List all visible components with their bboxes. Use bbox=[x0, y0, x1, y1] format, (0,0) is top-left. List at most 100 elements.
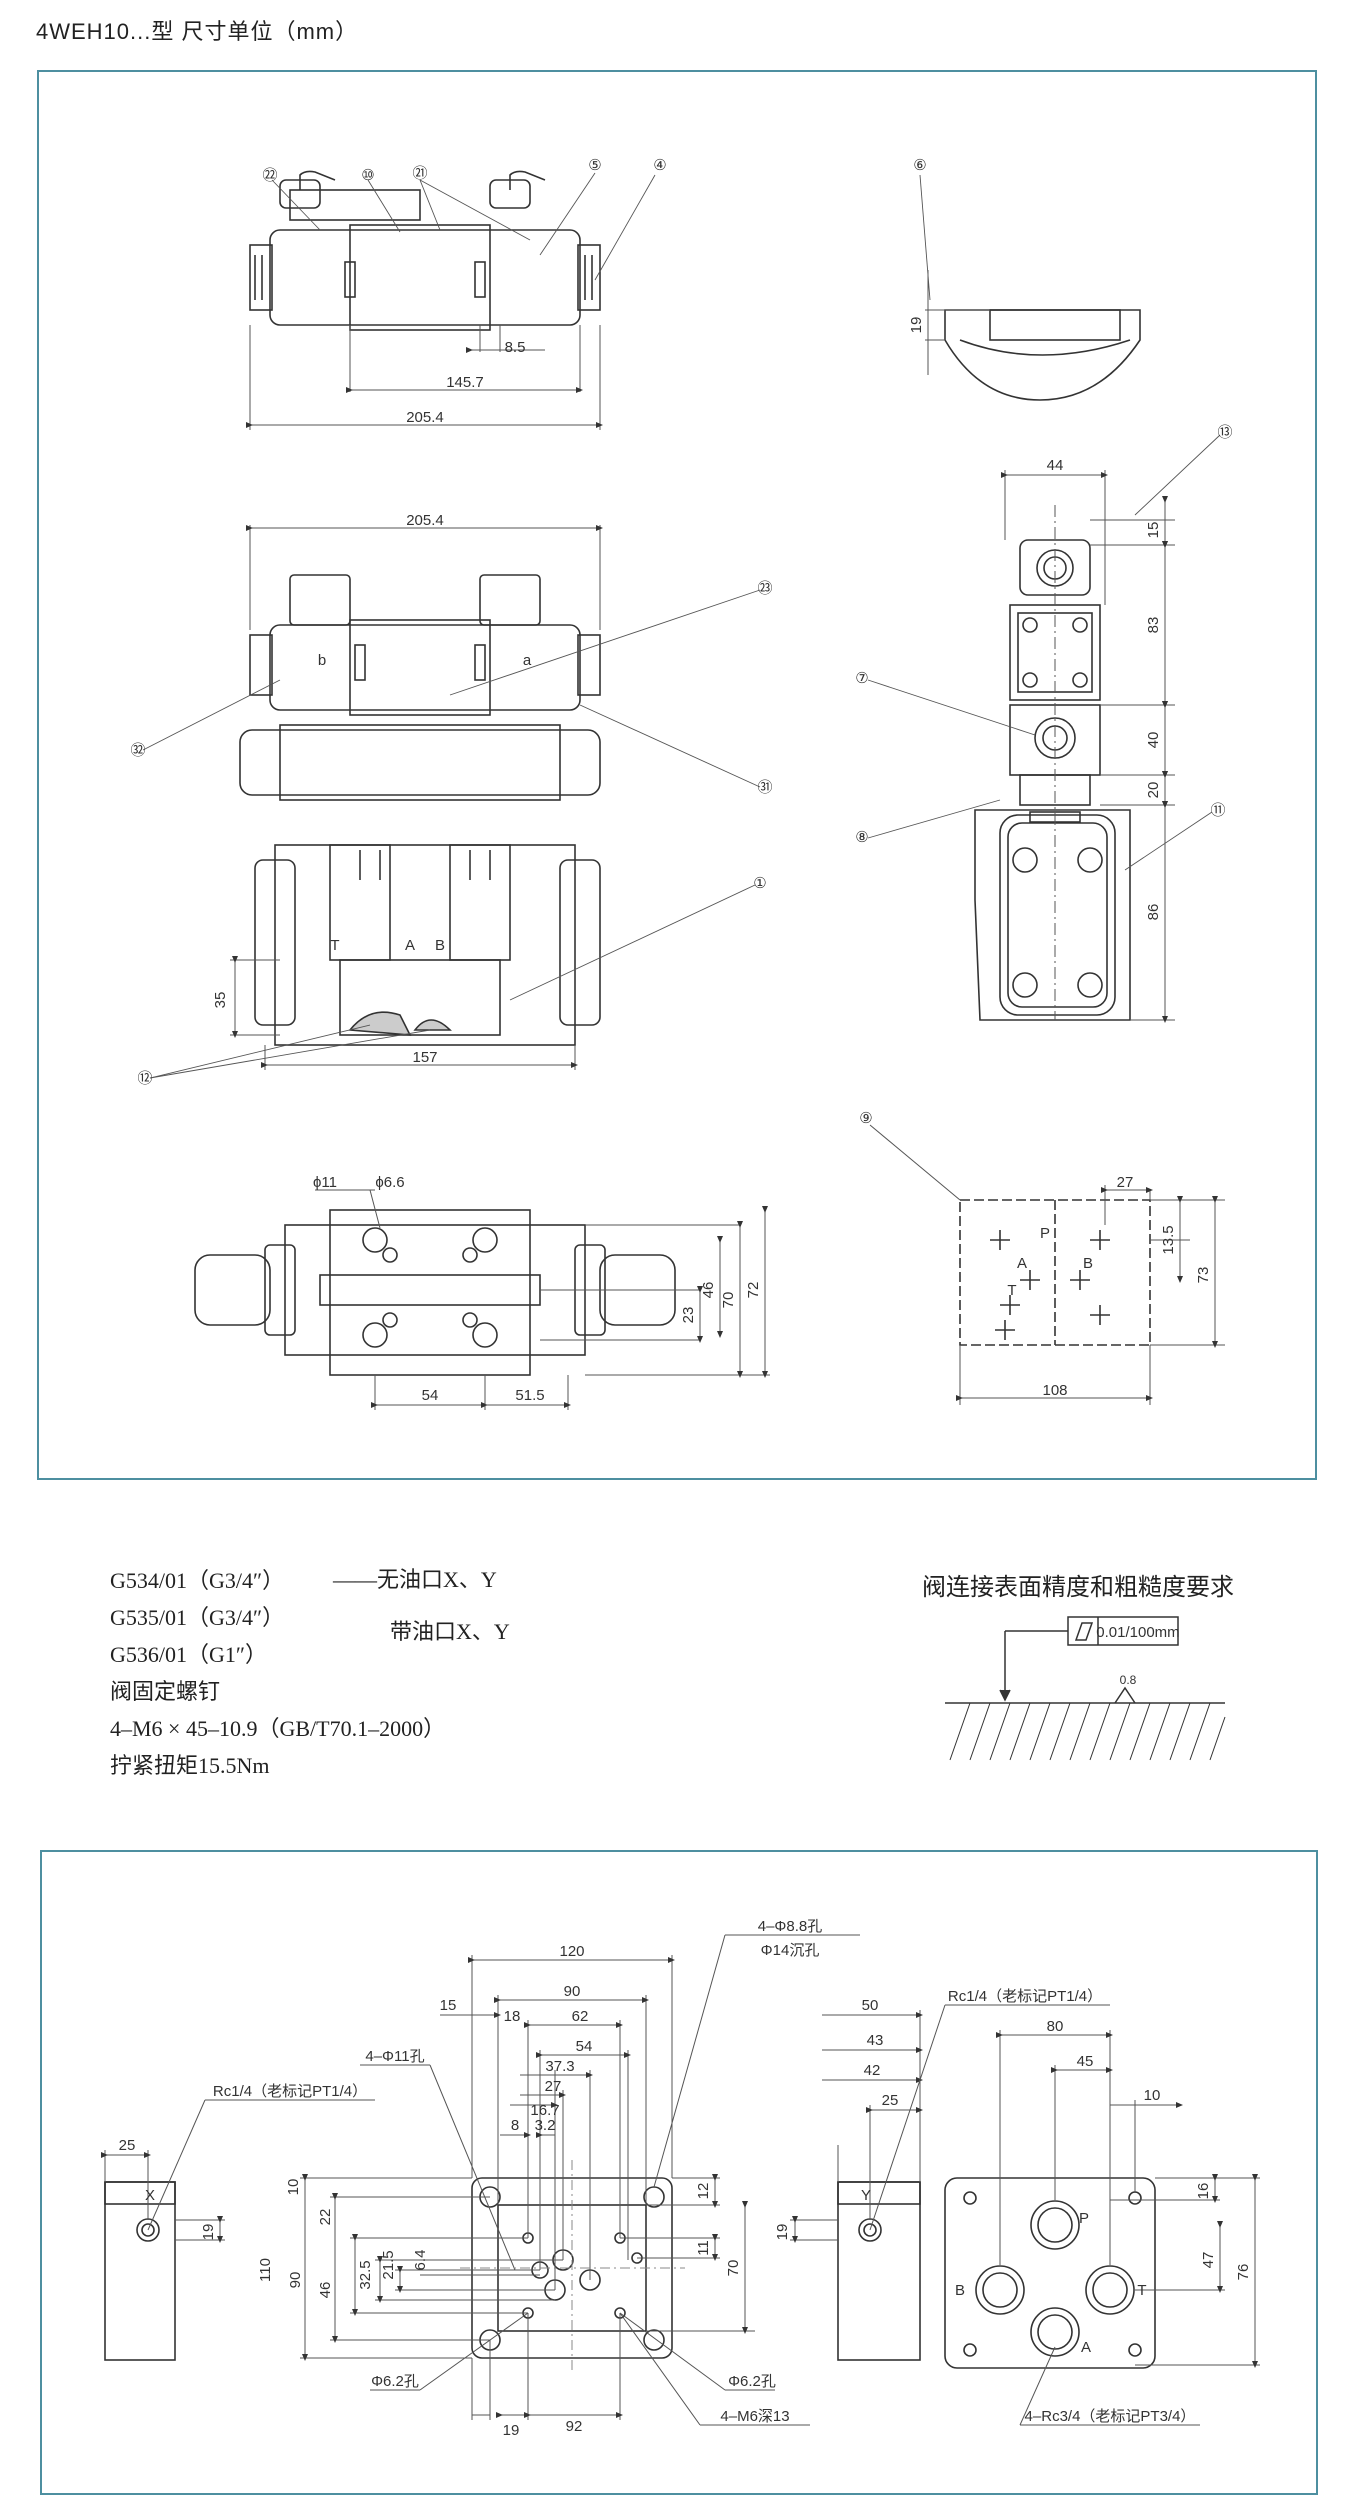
p-d3-2: 3.2 bbox=[535, 2117, 556, 2134]
port-B: B bbox=[1083, 1255, 1093, 1272]
callout: ⑩ bbox=[361, 167, 374, 184]
plan-view bbox=[194, 1209, 676, 1376]
dim-8-5: 8.5 bbox=[505, 339, 526, 356]
rf-A: A bbox=[1081, 2339, 1091, 2356]
callout: ⑤ bbox=[588, 157, 601, 174]
flatness-value: 0.01/100mm bbox=[1096, 1624, 1179, 1641]
p-d90: 90 bbox=[564, 1983, 581, 2000]
phi11: ϕ11 bbox=[313, 1174, 337, 1191]
callout: ⑧ bbox=[855, 829, 868, 846]
rf-d10: 10 bbox=[1144, 2087, 1161, 2104]
dim-19-cover: 19 bbox=[908, 317, 925, 334]
n-phi6-2-l: Φ6.2孔 bbox=[371, 2373, 419, 2390]
p-d6-4: 6.4 bbox=[412, 2250, 429, 2271]
callout: ⑬ bbox=[1217, 424, 1232, 441]
p-d120: 120 bbox=[559, 1943, 584, 1960]
no-oil-port-note: ——无油口X、Y bbox=[333, 1567, 497, 1592]
rs-d42: 42 bbox=[864, 2062, 881, 2079]
p-d15: 15 bbox=[440, 1997, 457, 2014]
rs-d19: 19 bbox=[774, 2224, 791, 2241]
dim-46: 46 bbox=[700, 1282, 717, 1299]
callout: ㉑ bbox=[412, 165, 427, 182]
p-d62: 62 bbox=[572, 2008, 589, 2025]
dim-70: 70 bbox=[720, 1292, 737, 1309]
p-d110: 110 bbox=[257, 2258, 274, 2282]
note-line: 拧紧扭矩15.5Nm bbox=[110, 1753, 270, 1778]
ls-dim-25: 25 bbox=[119, 2137, 136, 2154]
callout: ⑫ bbox=[137, 1070, 152, 1087]
ls-dim-19: 19 bbox=[200, 2224, 217, 2241]
dim-35: 35 bbox=[212, 992, 229, 1009]
callout: ㉒ bbox=[262, 167, 277, 184]
callout: ④ bbox=[653, 157, 666, 174]
top-drawing-frame bbox=[37, 70, 1317, 1480]
callout: ㉛ bbox=[757, 779, 772, 796]
note-line: 4–M6 × 45–10.9（GB/T70.1–2000） bbox=[110, 1716, 446, 1741]
dim-51-5: 51.5 bbox=[515, 1387, 544, 1404]
page-title: 4WEH10...型 尺寸单位（mm） bbox=[36, 19, 359, 44]
rf-T: T bbox=[1137, 2282, 1146, 2299]
top-drawing: 8.5 145.7 205.4 205.4 157 35 b a T A B ϕ… bbox=[130, 157, 1233, 1410]
dim-27: 27 bbox=[1117, 1174, 1134, 1191]
p-d12: 12 bbox=[695, 2183, 712, 2200]
p-d16-7: 16.7 bbox=[530, 2102, 559, 2119]
port-P: P bbox=[1040, 1225, 1050, 1242]
dim-157: 157 bbox=[412, 1049, 437, 1066]
label-a: a bbox=[523, 652, 532, 669]
p-d19: 19 bbox=[503, 2422, 520, 2439]
notes-block: G534/01（G3/4″） G535/01（G3/4″） G536/01（G1… bbox=[110, 1562, 445, 1784]
label-b: b bbox=[318, 652, 326, 669]
label-A: A bbox=[405, 937, 415, 954]
dim-54: 54 bbox=[422, 1387, 439, 1404]
n-phi6-2-r: Φ6.2孔 bbox=[728, 2373, 776, 2390]
rf-B: B bbox=[955, 2282, 965, 2299]
rf-d76: 76 bbox=[1235, 2264, 1252, 2281]
p-d11: 11 bbox=[695, 2240, 712, 2256]
phi6-6: ϕ6.6 bbox=[375, 1174, 404, 1191]
dim-20: 20 bbox=[1145, 782, 1162, 799]
p-d21-5: 21.5 bbox=[380, 2250, 397, 2279]
p-d10: 10 bbox=[285, 2179, 302, 2196]
dim-86: 86 bbox=[1145, 904, 1162, 921]
dim-23: 23 bbox=[680, 1307, 697, 1324]
callout: ⑪ bbox=[1210, 802, 1225, 819]
rf-note-bottom: 4–Rc3/4（老标记PT3/4） bbox=[1025, 2408, 1196, 2425]
dim-145-7: 145.7 bbox=[446, 374, 484, 391]
p-d22: 22 bbox=[317, 2209, 334, 2226]
callouts: ⑥ ⑬ ⑦ ⑧ ⑪ ⑨ ㉒ ⑩ ㉑ ⑤ ④ ㉓ ㉜ ㉛ ① ⑫ bbox=[130, 157, 1232, 1127]
n-4-phi8-8: 4–Φ8.8孔 bbox=[758, 1918, 823, 1935]
callout: ㉓ bbox=[757, 580, 772, 597]
dim-83: 83 bbox=[1145, 617, 1162, 634]
front-view bbox=[239, 574, 601, 1046]
rs-d50: 50 bbox=[862, 1997, 879, 2014]
rf-note-top: Rc1/4（老标记PT1/4） bbox=[948, 1988, 1102, 2005]
rf-d80: 80 bbox=[1047, 2018, 1064, 2035]
surface-requirement-symbol: 0.01/100mm 0.8 bbox=[945, 1616, 1226, 1761]
label-T: T bbox=[330, 937, 339, 954]
label-B: B bbox=[435, 937, 445, 954]
callout: ⑥ bbox=[913, 157, 926, 174]
with-oil-port-note: 带油口X、Y bbox=[390, 1619, 510, 1644]
n-phi14: Φ14沉孔 bbox=[761, 1942, 820, 1959]
p-d18: 18 bbox=[504, 2008, 521, 2025]
surface-requirement-title: 阀连接表面精度和粗糙度要求 bbox=[922, 1574, 1234, 1601]
ls-note: Rc1/4（老标记PT1/4） bbox=[213, 2083, 367, 2100]
dim-205-4-front: 205.4 bbox=[406, 512, 444, 529]
note-line: G535/01（G3/4″） bbox=[110, 1605, 285, 1630]
p-d90v: 90 bbox=[287, 2272, 304, 2289]
callout: ⑦ bbox=[855, 670, 868, 687]
callout: ⑨ bbox=[859, 1110, 872, 1127]
dim-72: 72 bbox=[745, 1282, 762, 1299]
p-d32-5: 32.5 bbox=[357, 2260, 374, 2289]
p-d27: 27 bbox=[545, 2078, 562, 2095]
dim-205-4-side: 205.4 bbox=[406, 409, 444, 426]
roughness-value: 0.8 bbox=[1120, 1673, 1137, 1687]
rs-d43: 43 bbox=[867, 2032, 884, 2049]
bottom-drawing: 25 19 Rc1/4（老标记PT1/4） X 120 90 15 18 62 … bbox=[101, 1918, 1260, 2439]
rs-d25: 25 bbox=[882, 2092, 899, 2109]
note-line: 阀固定螺钉 bbox=[110, 1679, 221, 1704]
cover-view bbox=[919, 174, 1141, 401]
p-d54: 54 bbox=[576, 2038, 593, 2055]
p-d92: 92 bbox=[566, 2418, 583, 2435]
bottom-drawing-frame bbox=[40, 1850, 1318, 2495]
